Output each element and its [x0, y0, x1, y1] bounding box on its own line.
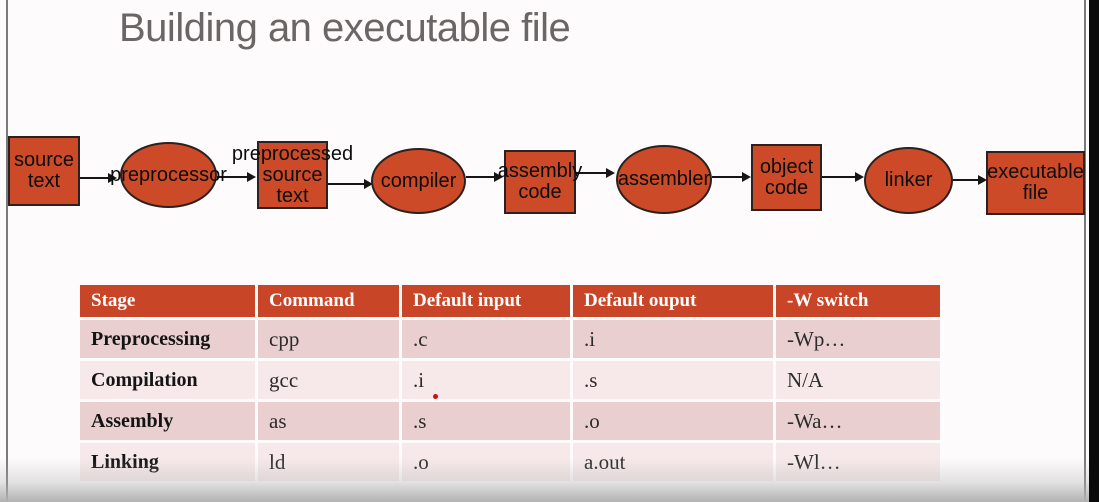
flow-arrow-4: [466, 172, 503, 182]
flow-arrow-7: [822, 172, 864, 182]
flow-arrow-2: [217, 172, 256, 182]
stage-command-table: Stage Command Default input Default oupu…: [80, 285, 940, 481]
flow-node-assembler: assembler: [616, 145, 712, 214]
column-header-default-input: Default input: [402, 285, 570, 317]
table-cell-output: .o: [573, 402, 773, 440]
page-title: Building an executable file: [119, 6, 571, 50]
flow-arrow-1: [80, 173, 117, 183]
flow-node-label: linker: [884, 169, 933, 191]
flow-node-label: preprocessor: [110, 163, 227, 186]
table-cell-input: .c: [402, 320, 570, 358]
flow-node-label: assembler: [617, 168, 711, 190]
table-cell-stage: Compilation: [80, 361, 255, 399]
table-cell-input: .i: [402, 361, 570, 399]
table-cell-switch: N/A: [776, 361, 940, 399]
flow-node-label: object code: [759, 155, 814, 199]
right-edge-line: [1084, 0, 1086, 502]
flow-node-linker: linker: [864, 147, 953, 214]
flow-node-label: executable file: [987, 161, 1084, 204]
table-cell-command: as: [258, 402, 399, 440]
flow-arrow-8: [953, 175, 987, 185]
flow-node-label: preprocessed source text: [231, 142, 354, 207]
flow-node-label: compiler: [380, 169, 457, 192]
flow-node-preprocessor: preprocessor: [110, 142, 227, 208]
table-cell-input: .o: [402, 443, 570, 481]
right-black-bar: [1089, 0, 1099, 502]
flow-node-executable-file: executable file: [986, 151, 1085, 215]
left-edge-line: [6, 0, 8, 502]
column-header-stage: Stage: [80, 285, 255, 317]
table-cell-output: .s: [573, 361, 773, 399]
table-cell-switch: -Wl…: [776, 443, 940, 481]
flow-node-source-text: source text: [8, 136, 80, 206]
table-cell-stage: Assembly: [80, 402, 255, 440]
flow-node-label: assembly code: [497, 160, 583, 203]
table-cell-stage: Linking: [80, 443, 255, 481]
flow-node-object-code: object code: [751, 144, 822, 211]
table-cell-command: cpp: [258, 320, 399, 358]
table-cell-command: gcc: [258, 361, 399, 399]
flow-arrow-3: [328, 179, 373, 189]
column-header-default-ouput: Default ouput: [573, 285, 773, 317]
column-header-command: Command: [258, 285, 399, 317]
table-cell-output: .i: [573, 320, 773, 358]
table-cell-stage: Preprocessing: [80, 320, 255, 358]
column-header-w-switch: -W switch: [776, 285, 940, 317]
table-cell-switch: -Wa…: [776, 402, 940, 440]
flow-node-compiler: compiler: [371, 148, 466, 214]
table-cell-output: a.out: [573, 443, 773, 481]
table-cell-input: .s: [402, 402, 570, 440]
flow-node-label: source text: [13, 149, 75, 192]
table-cell-command: ld: [258, 443, 399, 481]
table-cell-switch: -Wp…: [776, 320, 940, 358]
flow-arrow-5: [576, 168, 615, 178]
flow-node-preprocessed-source-text: preprocessed source text: [232, 141, 353, 209]
flow-arrow-6: [712, 172, 751, 182]
flow-node-assembly-code: assembly code: [498, 150, 582, 214]
laser-pointer-dot: [433, 394, 438, 399]
